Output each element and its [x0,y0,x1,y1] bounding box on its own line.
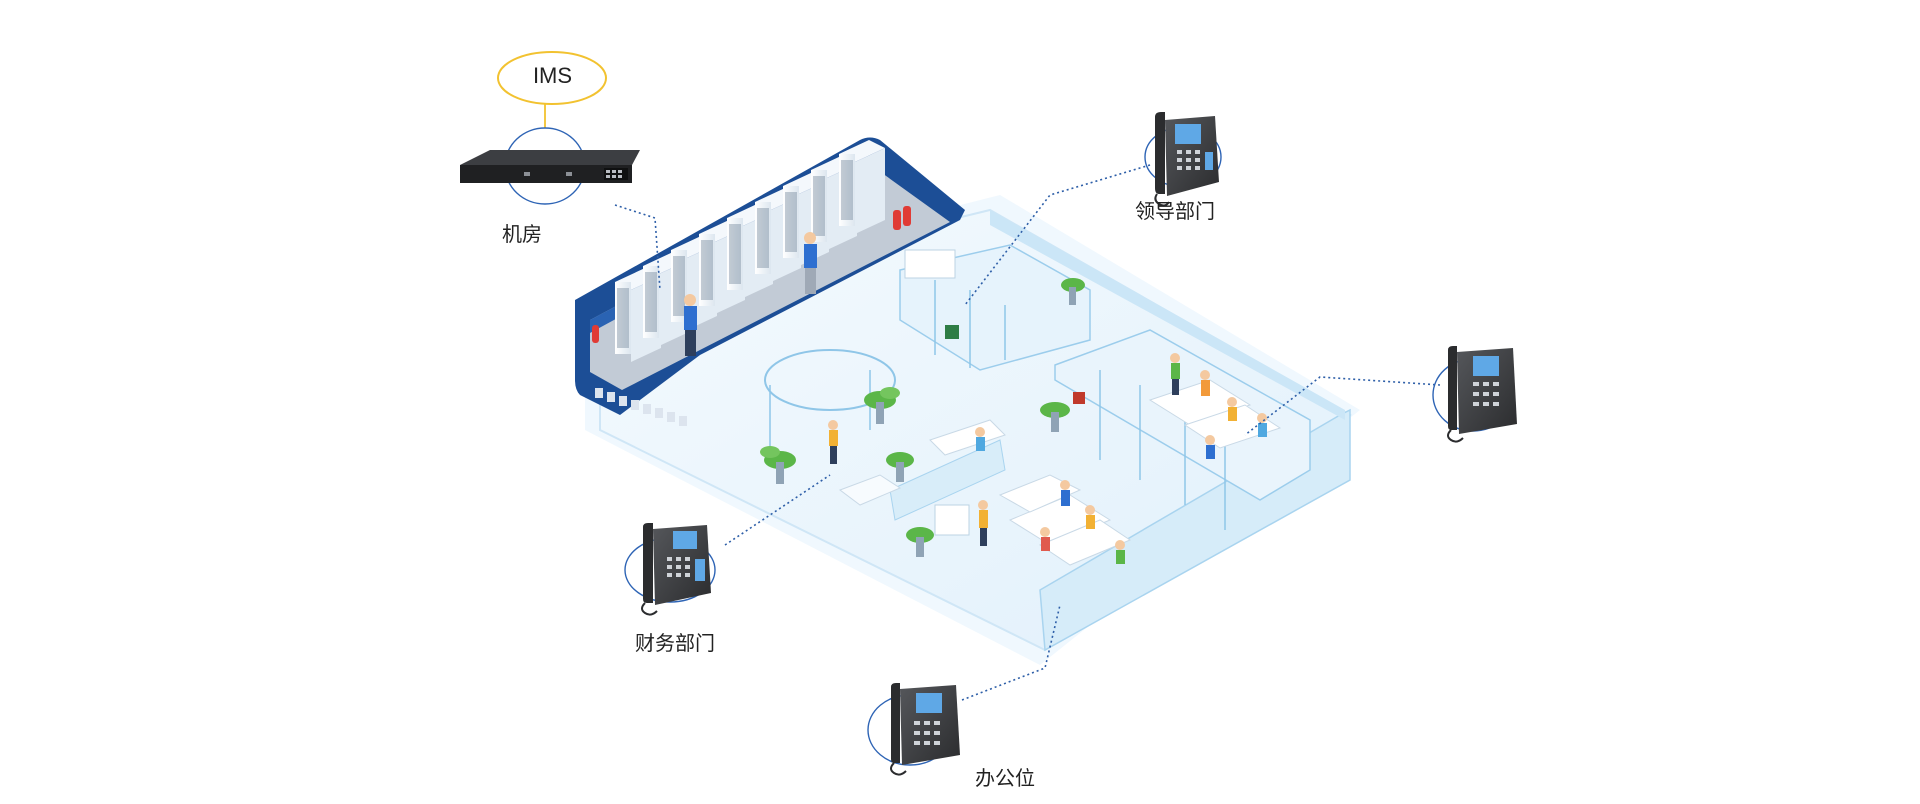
gateway-device [460,127,640,205]
ip-phone-icon [890,683,960,776]
server-racks [615,140,885,362]
plant-icon [1061,278,1085,305]
reception-desk [929,419,1006,456]
person-icon [1115,540,1125,564]
vent-strip [595,388,687,426]
link-unlabeled-phone [1244,376,1441,436]
person-icon [804,232,817,294]
person-icon [1200,370,1210,396]
finance-label: 财务部门 [635,631,715,655]
phone-unlabeled [1432,346,1517,443]
link-finance [724,474,831,546]
leadership-label: 领导部门 [1135,199,1215,223]
ip-phone-icon [1447,346,1517,443]
person-icon [1040,527,1050,551]
gateway-device-icon [460,150,640,183]
person-icon [828,420,838,464]
person-icon [1170,353,1180,395]
person-icon [684,294,697,356]
person-icon [975,427,985,451]
connection-links [614,164,1441,701]
server-room [575,137,965,426]
wall-screen [945,325,959,339]
ims-label: IMS [532,63,573,88]
phone-workstation [867,683,960,776]
server-room-label: 机房 [502,222,542,246]
ims-node [497,51,607,128]
plant-icon [760,446,796,484]
person-icon [1085,505,1095,529]
phone-leadership [1144,112,1222,207]
person-icon [1227,397,1237,421]
plant-icon [906,527,934,557]
ims-bubble [497,51,607,105]
fire-extinguisher-icon [893,206,911,230]
glass-wall-back [990,210,1345,420]
ip-phone-icon [641,523,711,616]
server-rack-icon [839,140,885,234]
ip-phone-icon [1154,112,1219,207]
person-icon [1060,480,1070,506]
reception-pod [764,349,896,411]
plant-icon [886,452,914,482]
fire-extinguisher-icon [592,325,599,343]
whiteboard [904,249,956,279]
link-gateway-server-room [614,204,661,291]
person-icon [1205,435,1215,459]
plant-icon [1040,402,1070,432]
desk-cluster-center [998,474,1132,566]
sofa [838,474,902,506]
person-icon [978,500,988,546]
plant-icon [864,387,900,424]
wall-screen [1073,392,1085,404]
partition-lower [889,439,1006,521]
whiteboard [934,504,970,536]
phone-finance [624,523,716,616]
workstation-label: 办公位 [975,766,1035,790]
person-icon [1257,413,1267,437]
